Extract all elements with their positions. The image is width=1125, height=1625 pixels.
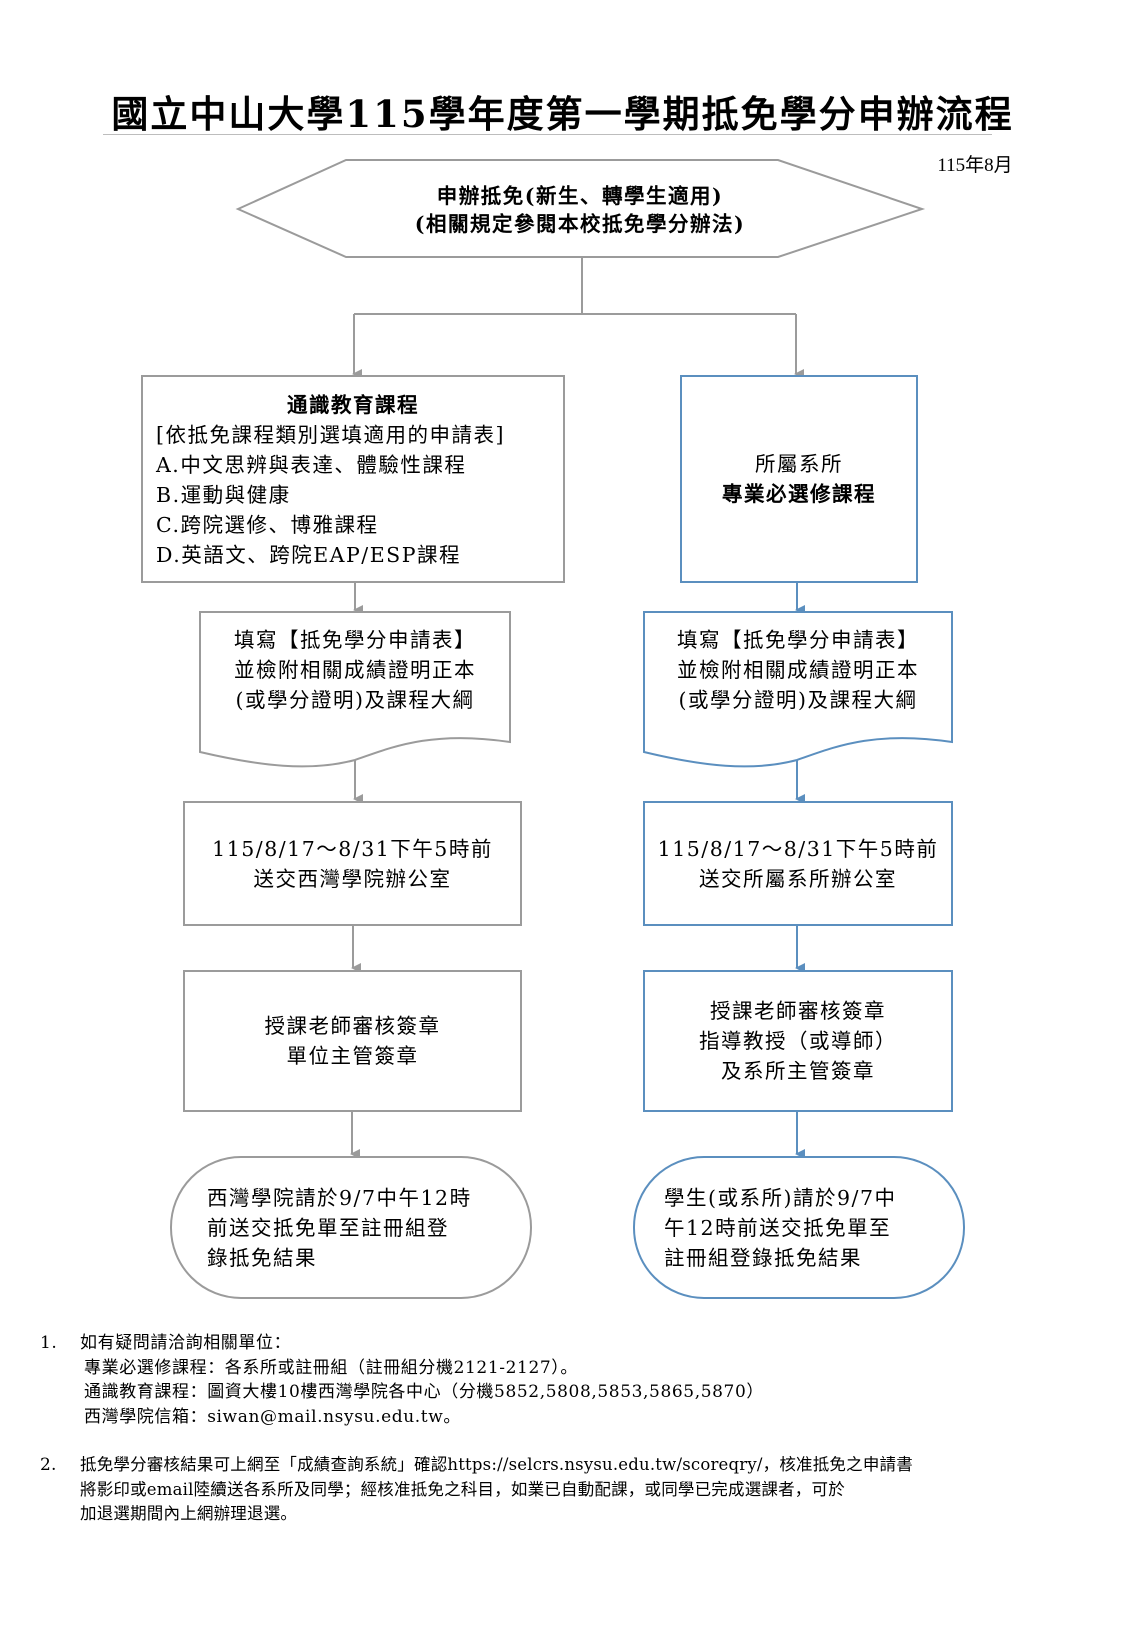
left-submit-line: 送交西灣學院辦公室: [253, 866, 452, 891]
note-line: 如有疑問請洽詢相關單位：: [80, 1333, 292, 1353]
left-document-shape: [199, 611, 511, 768]
note-line: 通識教育課程：圖資大樓10樓西灣學院各中心（分機5852,5808,5853,5…: [84, 1382, 764, 1402]
left-submit-text: 115/8/17～8/31下午5時前 送交西灣學院辦公室: [184, 802, 521, 925]
left-category-line: [依抵免課程類別選填適用的申請表]: [156, 423, 505, 447]
left-end-terminal: [170, 1156, 532, 1299]
right-document-line: 並檢附相關成績證明正本: [677, 658, 919, 682]
right-document-line: 填寫【抵免學分申請表】: [677, 628, 919, 652]
right-category-box: [680, 375, 918, 583]
note-line: 加退選期間內上網辦理退選。: [80, 1504, 298, 1523]
right-submit-line: 送交所屬系所辦公室: [699, 866, 897, 891]
right-submit-box: [643, 801, 953, 926]
left-category-line: D.英語文、跨院EAP/ESP課程: [156, 543, 461, 567]
note-line: 專業必選修課程：各系所或註冊組（註冊組分機2121-2127）。: [84, 1357, 578, 1378]
left-category-line: B.運動與健康: [156, 483, 291, 507]
right-category-line-2: 專業必選修課程: [722, 482, 876, 506]
start-line-1: 申辦抵免(新生、轉學生適用): [436, 184, 724, 208]
right-review-text: 授課老師審核簽章 指導教授（或導師） 及系所主管簽章: [644, 971, 952, 1111]
left-category-box: [141, 375, 565, 583]
left-category-text: 通識教育課程 [依抵免課程類別選填適用的申請表] A.中文思辨與表達、體驗性課程…: [142, 390, 564, 570]
page-title: 國立中山大學115學年度第一學期抵免學分申辦流程: [111, 92, 1014, 136]
right-document-shape: [643, 611, 953, 768]
branch-connector: [354, 257, 796, 315]
right-end-line: 午12時前送交抵免單至: [664, 1215, 892, 1240]
left-category-line: C.跨院選修、博雅課程: [156, 513, 379, 537]
right-category-text: 所屬系所 專業必選修課程: [681, 376, 917, 582]
start-line-2: (相關規定參閱本校抵免學分辦法): [414, 212, 746, 236]
left-review-line: 單位主管簽章: [286, 1044, 419, 1068]
start-node-text: 申辦抵免(新生、轉學生適用) (相關規定參閱本校抵免學分辦法): [300, 180, 860, 240]
right-submit-line: 115/8/17～8/31下午5時前: [657, 836, 939, 861]
left-end-line: 錄抵免結果: [207, 1245, 317, 1270]
note-number: 2.: [40, 1455, 57, 1475]
right-document-line: (或學分證明)及課程大綱: [678, 688, 918, 712]
left-end-line: 前送交抵免單至註冊組登: [207, 1215, 449, 1240]
note-line: 將影印或email陸續送各系所及同學；經核准抵免之科目，如業已自動配課，或同學已…: [80, 1479, 845, 1499]
left-end-text: 西灣學院請於9/7中午12時 前送交抵免單至註冊組登 錄抵免結果: [171, 1157, 531, 1298]
note-line: 西灣學院信箱：siwan@mail.nsysu.edu.tw。: [84, 1406, 461, 1427]
right-review-line: 及系所主管簽章: [721, 1059, 875, 1083]
left-document-line: 並檢附相關成績證明正本: [234, 658, 476, 682]
left-category-title: 通識教育課程: [287, 393, 419, 417]
start-hexagon: [235, 159, 926, 258]
right-document-text: 填寫【抵免學分申請表】 並檢附相關成績證明正本 (或學分證明)及課程大綱: [644, 620, 952, 720]
note-2: 2. 抵免學分審核結果可上網至「成績查詢系統」確認https://selcrs.…: [40, 1453, 1100, 1533]
title-divider: [103, 134, 992, 135]
right-review-box: [643, 970, 953, 1112]
right-category-line-1: 所屬系所: [755, 452, 843, 476]
left-category-line: A.中文思辨與表達、體驗性課程: [156, 453, 467, 477]
right-end-line: 註冊組登錄抵免結果: [664, 1245, 862, 1270]
left-submit-box: [183, 801, 522, 926]
left-document-line: (或學分證明)及課程大綱: [235, 688, 475, 712]
right-review-line: 指導教授（或導師）: [699, 1029, 897, 1053]
left-submit-line: 115/8/17～8/31下午5時前: [212, 836, 493, 861]
left-review-text: 授課老師審核簽章 單位主管簽章: [184, 971, 521, 1111]
left-end-line: 西灣學院請於9/7中午12時: [207, 1185, 472, 1210]
right-end-text: 學生(或系所)請於9/7中 午12時前送交抵免單至 註冊組登錄抵免結果: [634, 1157, 964, 1298]
left-document-text: 填寫【抵免學分申請表】 並檢附相關成績證明正本 (或學分證明)及課程大綱: [200, 620, 510, 720]
right-end-line: 學生(或系所)請於9/7中: [664, 1185, 897, 1210]
note-number: 1.: [40, 1333, 58, 1353]
left-document-line: 填寫【抵免學分申請表】: [234, 628, 476, 652]
note-1: 1. 如有疑問請洽詢相關單位： 專業必選修課程：各系所或註冊組（註冊組分機212…: [40, 1331, 1100, 1441]
right-end-terminal: [633, 1156, 965, 1299]
note-line: 抵免學分審核結果可上網至「成績查詢系統」確認https://selcrs.nsy…: [80, 1455, 913, 1474]
right-submit-text: 115/8/17～8/31下午5時前 送交所屬系所辦公室: [644, 802, 952, 925]
left-review-line: 授課老師審核簽章: [264, 1014, 441, 1038]
date-label: 115年8月: [937, 155, 1013, 176]
right-review-line: 授課老師審核簽章: [710, 999, 886, 1023]
